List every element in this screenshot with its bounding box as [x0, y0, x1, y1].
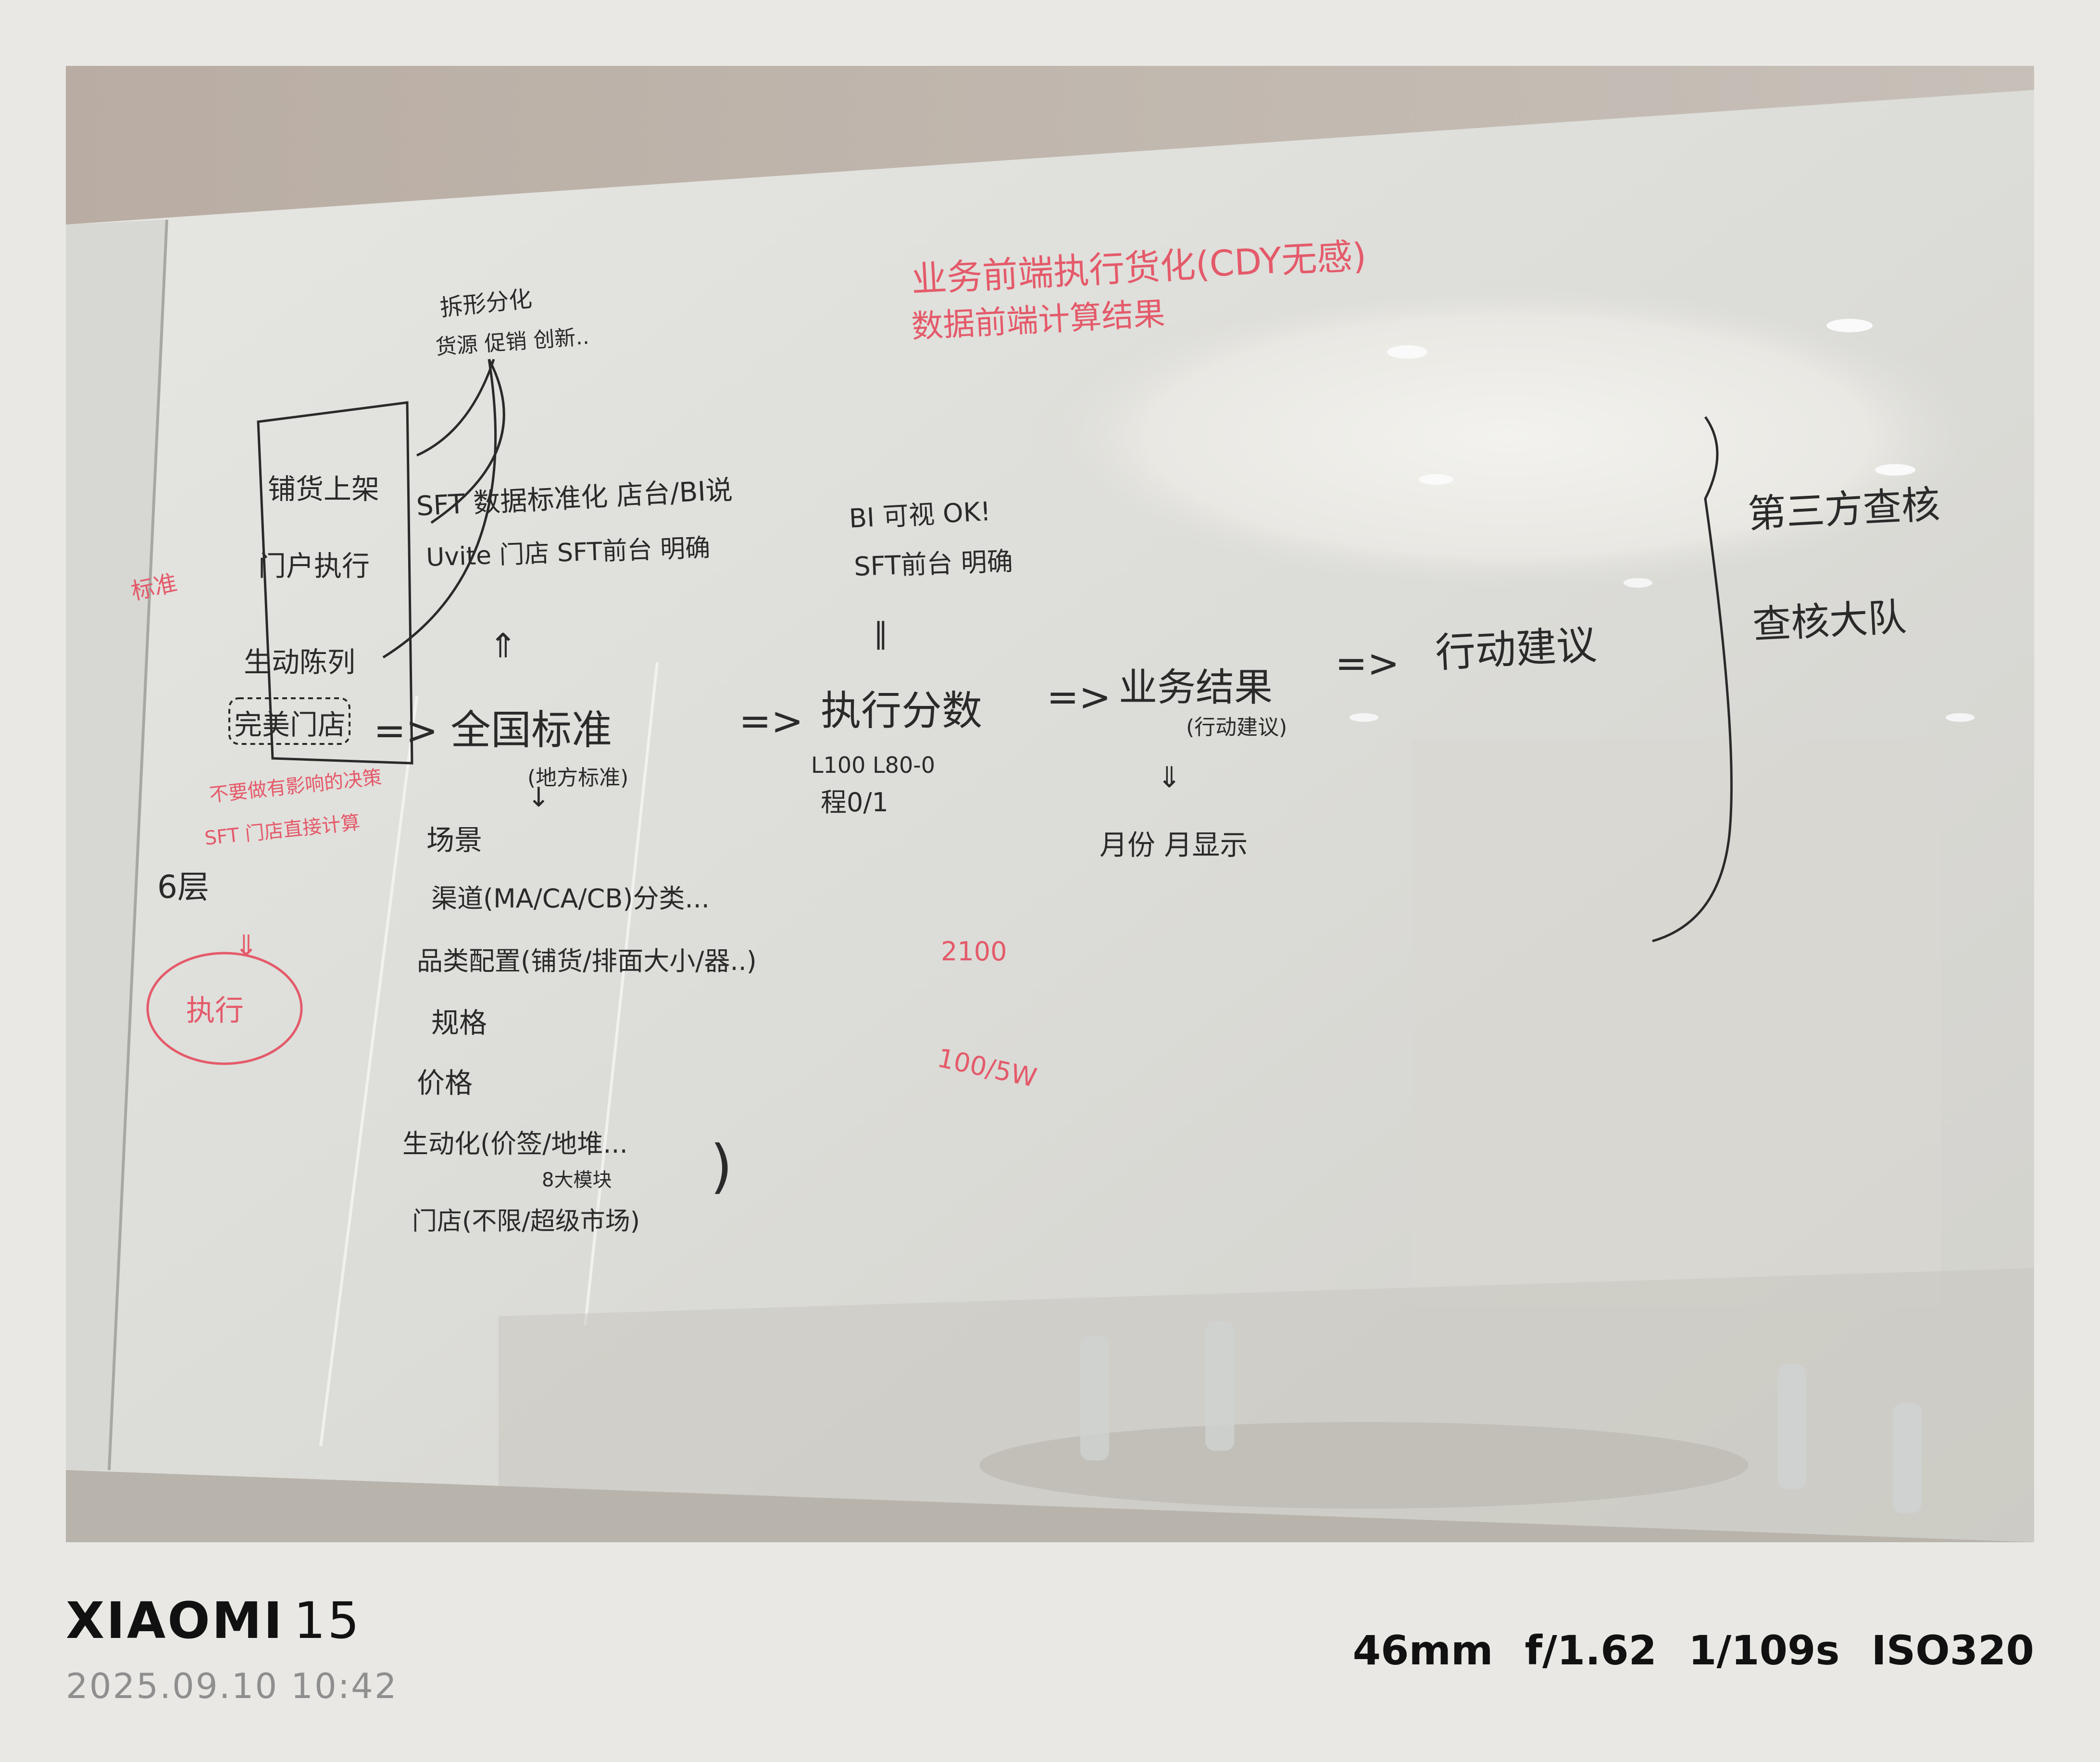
photo-datetime: 2025.09.10 10:42 — [66, 1666, 398, 1706]
wb-flow-step: 执行分数 — [821, 687, 982, 734]
wb-score-line-1: L100 L80-0 — [811, 752, 935, 778]
wb-flow-step: 行动建议 — [1434, 621, 1598, 677]
wb-brace: ) — [710, 1133, 733, 1200]
wb-score-line-2: 程0/1 — [821, 787, 888, 818]
wb-flow-step: 全国标准 — [450, 706, 612, 754]
light-reflection — [1350, 713, 1378, 722]
light-reflection — [1875, 464, 1915, 476]
arrow-to-box — [416, 359, 495, 457]
reflected-table — [979, 1422, 1749, 1509]
exif-shutter: 1/109s — [1688, 1627, 1840, 1674]
wb-flow-sub: (地方标准) — [527, 766, 628, 790]
wb-right-bracket — [1652, 416, 1733, 943]
wb-box-item: 门户执行 — [258, 550, 370, 582]
exif-iso: ISO320 — [1871, 1627, 2034, 1674]
wb-up-arrow: ⇑ — [489, 626, 517, 666]
wb-list-item: 渠道(MA/CA/CB)分类... — [431, 883, 710, 914]
wb-list-item: 品类配置(铺货/排面大小/器..) — [417, 946, 757, 976]
wb-left-black: 6层 — [157, 868, 209, 906]
exif-info: 46mm f/1.62 1/109s ISO320 — [1353, 1630, 2034, 1671]
reflected-bottle — [1080, 1335, 1109, 1460]
reflected-bottle — [1205, 1321, 1234, 1451]
wb-right-middle-1: BI 可视 OK! — [848, 496, 991, 534]
reflected-bottle — [1777, 1364, 1806, 1489]
brand-model: 15 — [293, 1591, 362, 1650]
exif-focal-length: 46mm — [1352, 1627, 1493, 1674]
wb-box-item: 铺货上架 — [268, 473, 379, 505]
whiteboard-photo: 业务前端执行货化(CDY无感) 数据前端计算结果 拆形分化 货源 促销 创新..… — [66, 66, 2034, 1542]
wb-red-circle — [146, 952, 303, 1065]
ceiling-reflection — [1027, 277, 1989, 595]
wb-monthly: 月份 月显示 — [1100, 829, 1248, 861]
reflected-screen — [1412, 739, 1941, 1307]
wall-bottom — [66, 1470, 2034, 1542]
wb-list-item: 8大模块 — [542, 1169, 612, 1191]
light-reflection — [1419, 474, 1453, 485]
wb-box-highlight — [228, 697, 350, 745]
wb-list-item: 生动化(价签/地堆... — [402, 1129, 628, 1159]
wb-flow-arrow: => — [1335, 641, 1400, 686]
light-reflection — [1826, 319, 1873, 332]
wb-down-arrow-small: ↓ — [527, 782, 550, 813]
wb-flow-step: 业务结果 — [1119, 665, 1273, 710]
light-reflection — [1387, 345, 1427, 359]
wb-box-item: 完美门店 — [234, 708, 346, 741]
glare-streak — [584, 662, 659, 1326]
wb-flow-sub: (行动建议) — [1186, 715, 1287, 740]
exif-aperture: f/1.62 — [1525, 1627, 1657, 1674]
glare-streak — [319, 695, 418, 1447]
board-left-edge — [66, 220, 167, 1470]
reflected-bottle — [1893, 1403, 1922, 1513]
wb-box-item: 生动陈列 — [244, 646, 355, 679]
arrow-to-box — [430, 358, 505, 524]
wb-red-number: 2100 — [941, 936, 1007, 967]
light-reflection — [1624, 578, 1652, 588]
brand-name: XIAOMI — [66, 1591, 284, 1650]
wb-list-item: 门店(不限/超级市场) — [412, 1207, 640, 1236]
wb-equals-sign: ‖ — [874, 617, 888, 650]
wb-flow-arrow: => — [1047, 675, 1111, 719]
wb-down-arrow: ⇓ — [1157, 761, 1181, 794]
wb-left-red-circle: 执行 — [186, 994, 244, 1028]
wb-list-item: 价格 — [417, 1067, 473, 1099]
wb-right-side-2: 查核大队 — [1751, 594, 1907, 647]
wb-box — [257, 401, 413, 765]
wb-list-item: 场景 — [426, 824, 482, 856]
wb-right-side-1: 第三方查核 — [1747, 482, 1941, 537]
wb-list-item: 规格 — [431, 1007, 487, 1039]
board-edge-line — [108, 219, 168, 1471]
wb-right-middle-2: SFT前台 明确 — [853, 546, 1013, 581]
wb-flow-arrow: => — [374, 708, 438, 753]
light-reflection — [1946, 713, 1975, 722]
whiteboard-scene: 业务前端执行货化(CDY无感) 数据前端计算结果 拆形分化 货源 促销 创新..… — [66, 66, 2034, 1542]
arrow-to-box — [382, 359, 497, 659]
wb-flow-arrow: => — [739, 699, 803, 743]
